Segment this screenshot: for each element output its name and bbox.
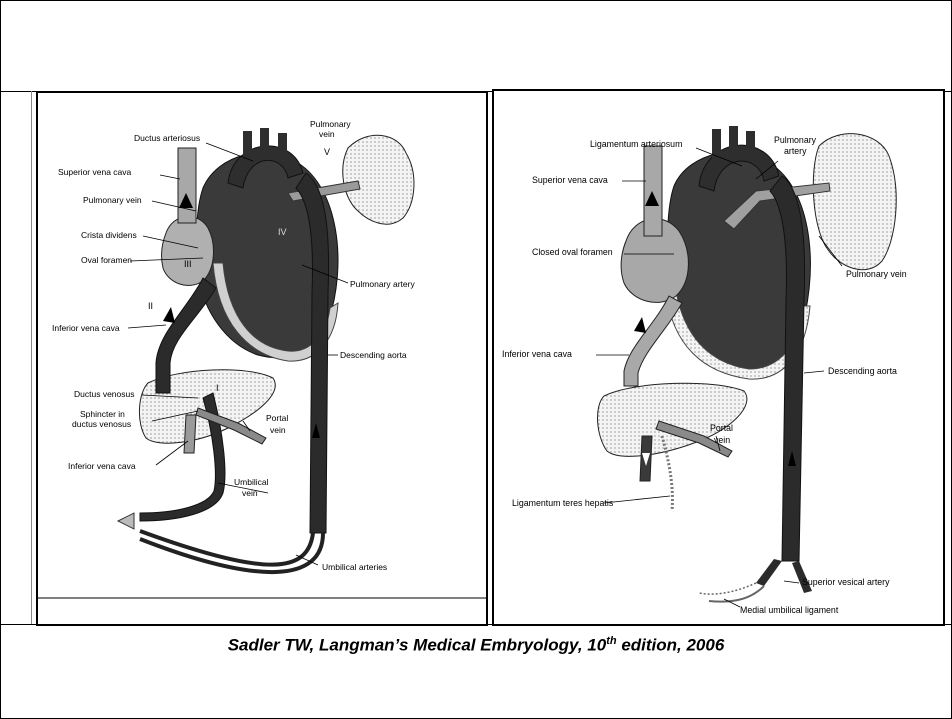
lung-shape <box>343 135 414 224</box>
label-ligamentum-teres: Ligamentum teres hepatis <box>512 498 614 508</box>
label-roman-ii: II <box>148 301 153 311</box>
postnatal-circulation-panel: Ligamentum arteriosum Pulmonary artery S… <box>492 89 945 626</box>
aortic-bifurcation-shape <box>756 559 812 593</box>
label-ductus-arteriosus: Ductus arteriosus <box>134 133 200 143</box>
caption-text: Sadler TW, Langman’s Medical Embryology,… <box>228 636 607 655</box>
postnatal-circulation-diagram: Ligamentum arteriosum Pulmonary artery S… <box>494 91 943 624</box>
label-umbilical-2: vein <box>242 488 258 498</box>
label-pulmonary-vein: Pulmonary vein <box>846 269 907 279</box>
ivc-lower-shape <box>184 415 196 453</box>
liver-shape <box>598 383 747 456</box>
fetal-circulation-diagram: Ductus arteriosus Pulmonary vein V Super… <box>38 93 486 624</box>
label-inferior-vena-cava-upper: Inferior vena cava <box>52 323 120 333</box>
subclavian-shape <box>278 133 287 163</box>
label-roman-iii: III <box>184 259 192 269</box>
label-superior-vena-cava: Superior vena cava <box>532 175 608 185</box>
label-portal-2: vein <box>714 435 730 445</box>
label-roman-iv: IV <box>278 227 287 237</box>
carotid-shape <box>260 128 269 158</box>
label-pulmonary-vein-top: Pulmonary <box>310 119 351 129</box>
caption-text-end: edition, 2006 <box>617 636 725 655</box>
label-crista-dividens: Crista dividens <box>81 230 137 240</box>
carotid-shape <box>729 126 738 156</box>
medial-umbilical-ligament-shape <box>699 583 756 594</box>
label-pulmonary-artery-2: artery <box>784 146 807 156</box>
flow-arrow-icon <box>163 307 175 323</box>
label-superior-vena-cava: Superior vena cava <box>58 167 132 177</box>
label-closed-oval-foramen: Closed oval foramen <box>532 247 613 257</box>
umbilical-inflow-arrow-icon <box>118 513 134 529</box>
citation-caption: Sadler TW, Langman’s Medical Embryology,… <box>0 635 952 656</box>
label-ligamentum-arteriosum: Ligamentum arteriosum <box>590 139 682 149</box>
label-pulmonary-artery-1: Pulmonary <box>774 135 817 145</box>
label-pulmonary-vein: Pulmonary vein <box>83 195 142 205</box>
label-portal-1: Portal <box>266 413 288 423</box>
label-inferior-vena-cava-lower: Inferior vena cava <box>68 461 136 471</box>
caption-superscript: th <box>606 635 616 647</box>
label-superior-vesical-artery: Superior vesical artery <box>802 577 890 587</box>
flow-arrow-icon <box>634 317 646 333</box>
label-ductus-venosus: Ductus venosus <box>74 389 134 399</box>
label-portal-1: Portal <box>710 423 733 433</box>
label-pulmonary-artery: Pulmonary artery <box>350 279 415 289</box>
label-sphincter-1: Sphincter in <box>80 409 125 419</box>
subclavian-shape <box>746 131 755 161</box>
label-umbilical-1: Umbilical <box>234 477 269 487</box>
label-descending-aorta: Descending aorta <box>828 366 897 376</box>
label-medial-umbilical-ligament: Medial umbilical ligament <box>740 605 839 615</box>
left-rule <box>31 91 32 624</box>
label-inferior-vena-cava: Inferior vena cava <box>502 349 572 359</box>
brachiocephalic-shape <box>243 131 252 161</box>
label-roman-v: V <box>324 147 330 157</box>
label-portal-2: vein <box>270 425 286 435</box>
superior-vena-cava-shape <box>644 146 662 236</box>
label-oval-foramen: Oval foramen <box>81 255 132 265</box>
label-umbilical-arteries: Umbilical arteries <box>322 562 387 572</box>
label-sphincter-2: ductus venosus <box>72 419 131 429</box>
fetal-circulation-panel: Ductus arteriosus Pulmonary vein V Super… <box>36 91 488 626</box>
label-roman-i: I <box>216 383 219 393</box>
lung-shape <box>813 134 896 270</box>
right-atrium-shape <box>162 217 214 286</box>
label-descending-aorta: Descending aorta <box>340 350 407 360</box>
superior-vena-cava-shape <box>178 148 196 223</box>
label-pulmonary-vein-top-2: vein <box>319 129 335 139</box>
inferior-vena-cava-shape <box>624 296 682 386</box>
